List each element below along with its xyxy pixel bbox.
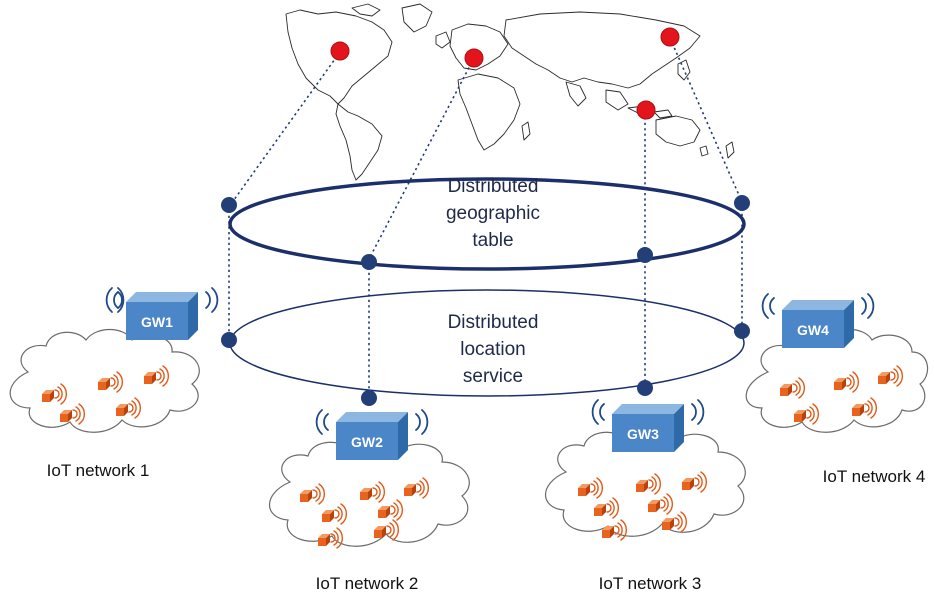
top-ring-node-3 [637,247,653,263]
ring-nodes [221,195,750,406]
gw2-antenna-icon [315,409,429,435]
gateway-gw4: GW4 [782,300,854,348]
bottom-ring-node-3 [637,380,653,396]
bottom-ring-node-2 [361,390,377,406]
bottom-ring-label-line3: service [463,366,523,387]
bottom-ring-node-1 [221,332,237,348]
location-pins [330,27,680,120]
top-ring-node-1 [221,197,237,213]
gateway-gw3: GW3 [612,404,684,452]
top-ring-label-line3: table [472,230,513,251]
pin-europe [464,48,484,68]
iot-network-1 [9,328,200,433]
iot-network-2-label: IoT network 2 [316,574,419,593]
gateway-gw2-label: GW2 [351,434,383,450]
gw3-antenna-icon [591,399,705,425]
top-ring-node-4 [734,195,750,211]
gateway-gw2: GW2 [336,412,408,460]
gw1-antenna-icon [105,287,219,313]
bottom-ring-node-4 [734,323,750,339]
top-ring-label-line2: geographic [446,203,540,224]
iot-network-4-label: IoT network 4 [823,467,926,486]
pin-north-america [330,41,350,61]
gateway-gw1: GW1 [126,292,198,340]
gw4-antenna-icon [761,293,875,319]
bottom-ring-label-line1: Distributed [448,312,539,333]
gateway-gw4-label: GW4 [797,322,829,338]
top-ring-label-line1: Distributed [448,176,539,197]
gateway-gw3-label: GW3 [627,426,659,442]
iot-network-3-label: IoT network 3 [599,574,702,593]
top-ring-node-2 [361,254,377,270]
gateway-gw1-label: GW1 [141,314,173,330]
pin-southeast-asia [636,100,656,120]
distributed-geographic-table-ring [228,177,746,271]
iot-network-1-label: IoT network 1 [47,461,150,480]
pin-east-asia [660,27,680,47]
bottom-ring-label-line2: location [460,339,526,360]
world-map [285,3,735,181]
